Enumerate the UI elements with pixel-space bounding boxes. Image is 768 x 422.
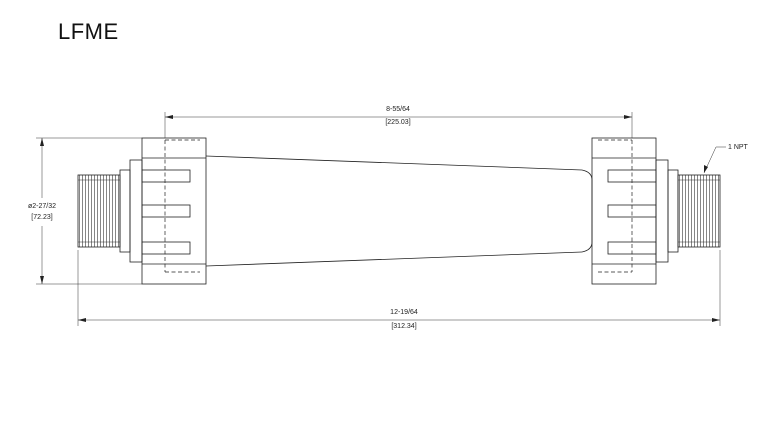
- body-length-fraction: 8-55/64: [386, 106, 410, 113]
- diameter-dimension: ø2-27/32 [72.23]: [28, 137, 142, 285]
- body-length-metric: [225.03]: [385, 119, 410, 126]
- tapered-body: [205, 155, 593, 267]
- thread-callout: 1 NPT: [703, 144, 749, 174]
- overall-length-fraction: 12-19/64: [390, 309, 418, 316]
- page-title: LFME: [58, 19, 119, 44]
- overall-length-metric: [312.34]: [391, 323, 416, 330]
- right-neck: [655, 159, 679, 263]
- diameter-fraction: ø2-27/32: [28, 203, 56, 210]
- left-nut: [141, 137, 207, 285]
- right-nut: [591, 137, 657, 285]
- thread-label: 1 NPT: [728, 144, 749, 151]
- body-length-dimension: 8-55/64 [225.03]: [164, 106, 633, 138]
- right-thread: [677, 174, 721, 248]
- overall-length-dimension: 12-19/64 [312.34]: [77, 250, 721, 330]
- diameter-metric: [72.23]: [31, 214, 52, 221]
- left-neck: [119, 159, 143, 263]
- left-thread: [77, 174, 121, 248]
